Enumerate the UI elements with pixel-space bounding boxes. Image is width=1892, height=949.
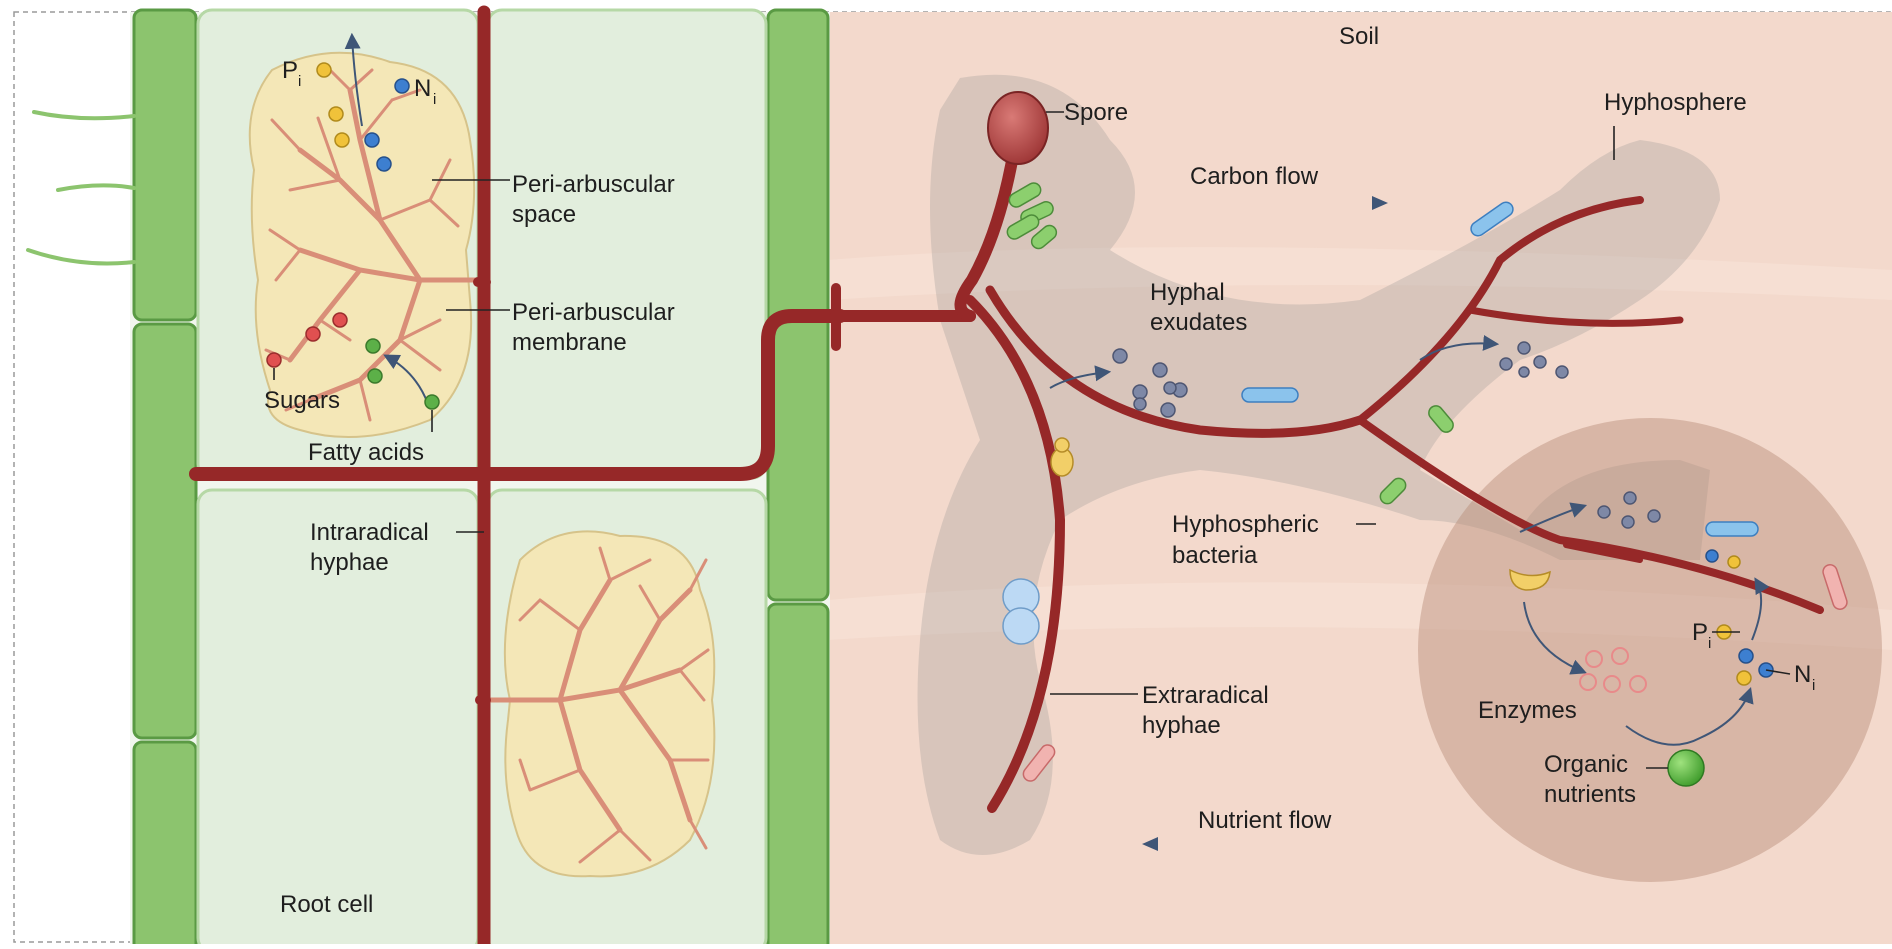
arbuscule-bottom	[480, 531, 714, 876]
label-organic-1: Organic	[1544, 751, 1628, 778]
label-pi-arbuscule-sub: i	[298, 73, 301, 90]
label-extraradical-1: Extraradical	[1142, 682, 1269, 709]
label-peri-space-2: space	[512, 201, 576, 228]
spore	[988, 92, 1048, 164]
label-hyphal-exudates-2: exudates	[1150, 309, 1247, 336]
label-hyphosphere: Hyphosphere	[1604, 89, 1747, 116]
label-nutrient-flow: Nutrient flow	[1198, 807, 1332, 834]
cell-wall-right	[768, 10, 828, 600]
label-fatty-acids: Fatty acids	[308, 439, 424, 466]
label-sugars: Sugars	[264, 387, 340, 414]
label-intraradical-1: Intraradical	[310, 519, 429, 546]
label-intraradical-2: hyphae	[310, 549, 389, 576]
label-pi-soil-sub: i	[1708, 635, 1711, 652]
label-extraradical-2: hyphae	[1142, 712, 1221, 739]
label-pi-arbuscule: P	[282, 57, 298, 84]
label-hyphospheric-1: Hyphospheric	[1172, 511, 1319, 538]
label-ni-soil-sub: i	[1812, 677, 1815, 694]
label-pi-soil: P	[1692, 619, 1708, 646]
label-ni-soil: N	[1794, 661, 1811, 688]
label-organic-2: nutrients	[1544, 781, 1636, 808]
hyphosphere-circle	[1418, 418, 1882, 882]
label-root-cell: Root cell	[280, 891, 373, 918]
label-peri-space-1: Peri-arbuscular	[512, 171, 675, 198]
label-ni-arbuscule-sub: i	[433, 91, 436, 108]
label-peri-membrane-2: membrane	[512, 329, 627, 356]
label-enzymes: Enzymes	[1478, 697, 1577, 724]
label-soil: Soil	[1339, 23, 1379, 50]
label-hyphospheric-2: bacteria	[1172, 542, 1258, 569]
label-carbon-flow: Carbon flow	[1190, 163, 1319, 190]
label-spore: Spore	[1064, 99, 1128, 126]
label-ni-arbuscule: N	[414, 75, 431, 102]
arbuscule-top	[250, 53, 480, 437]
root-cell-top-right	[488, 10, 766, 478]
cell-wall-left	[134, 10, 196, 320]
root-hairs	[28, 112, 134, 264]
label-hyphal-exudates-1: Hyphal	[1150, 279, 1225, 306]
organic-nutrient-ball	[1668, 750, 1704, 786]
label-peri-membrane-1: Peri-arbuscular	[512, 299, 675, 326]
